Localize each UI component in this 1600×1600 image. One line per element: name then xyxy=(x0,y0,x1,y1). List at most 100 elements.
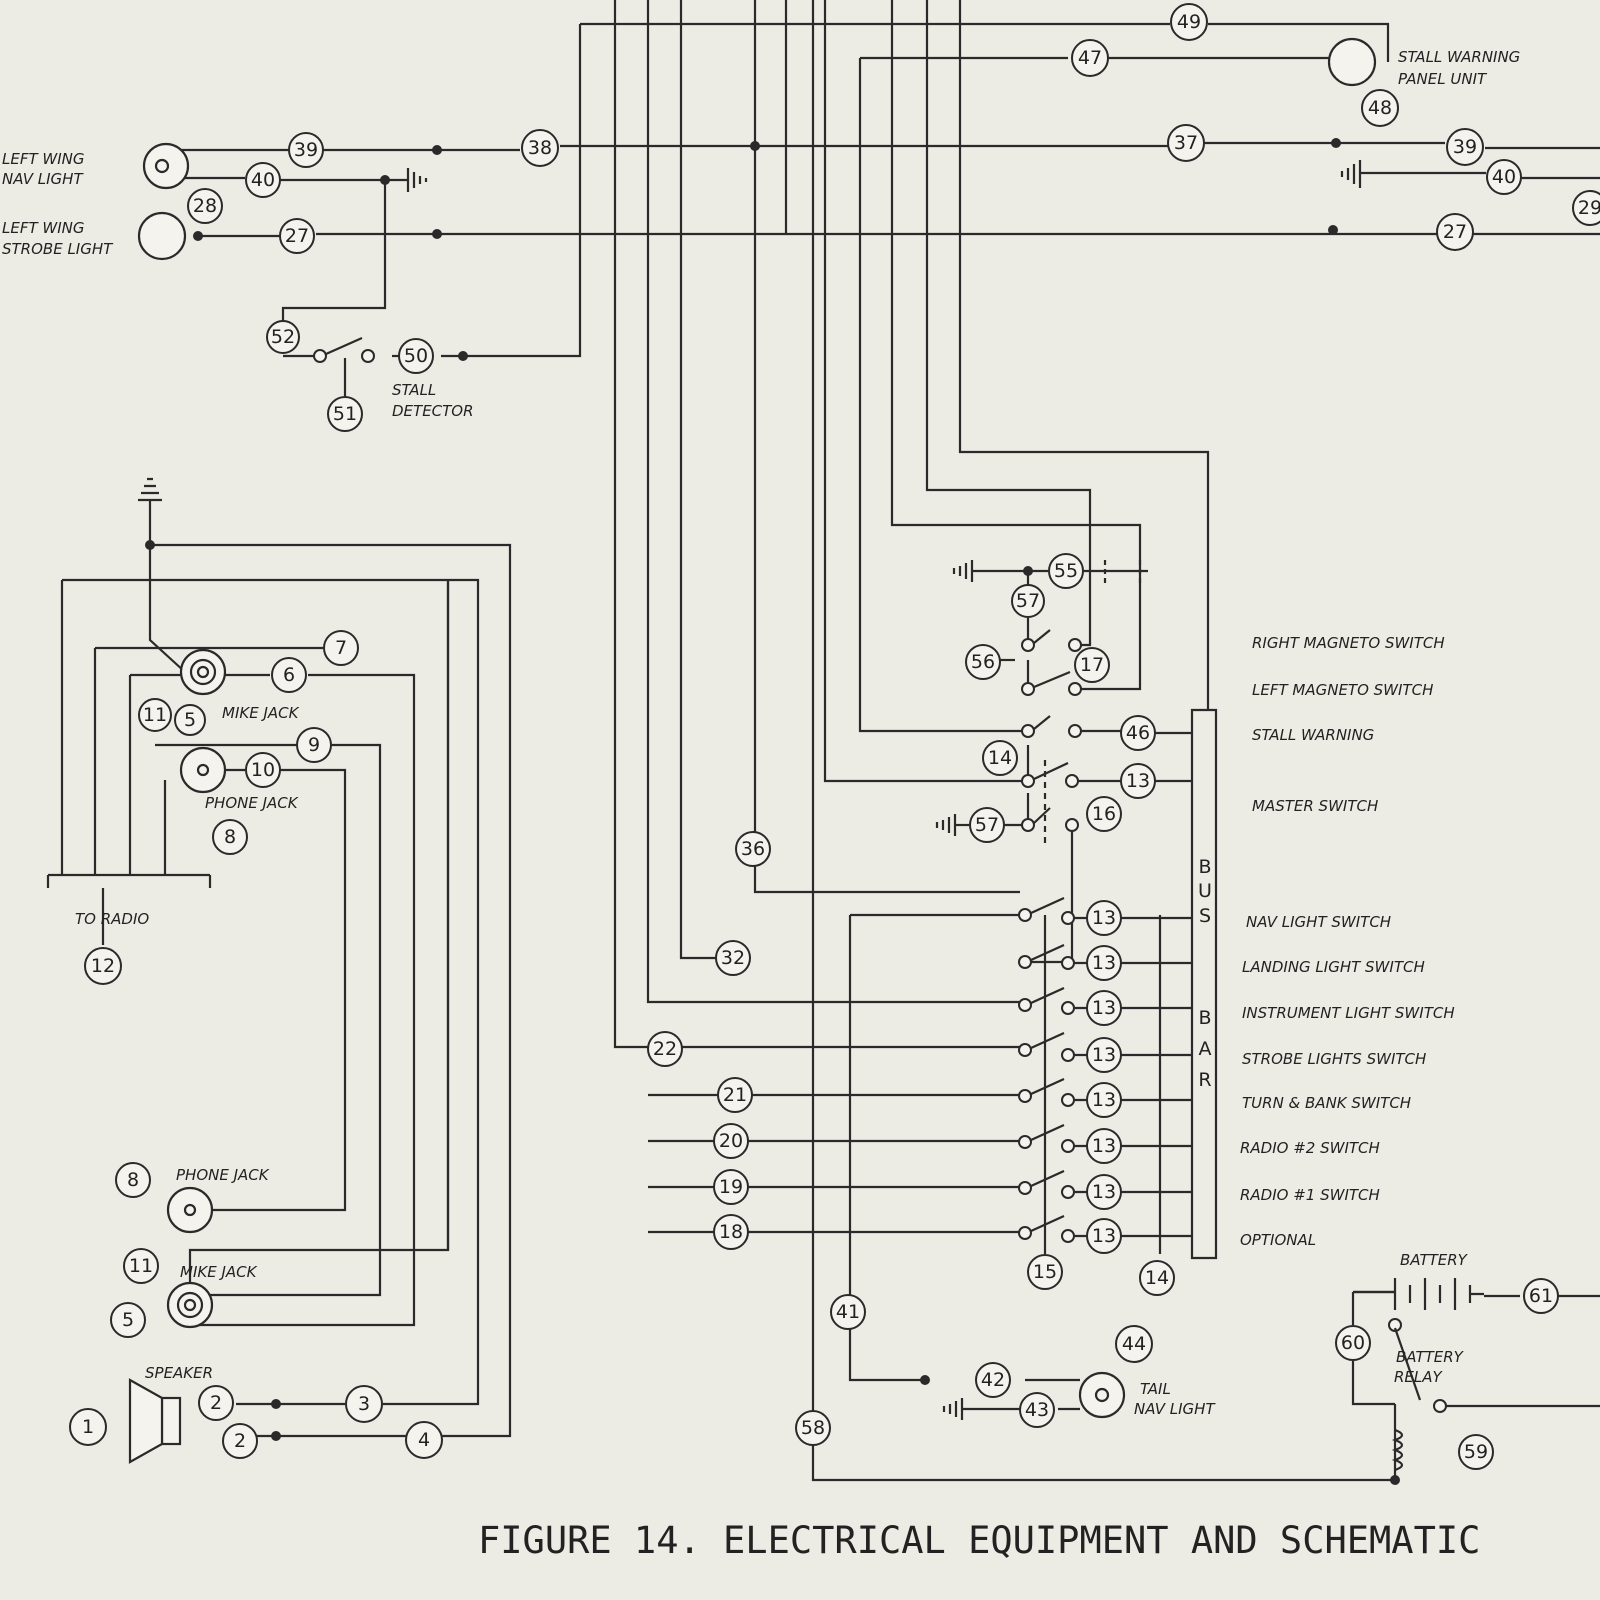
node-42: 42 xyxy=(975,1362,1011,1398)
node-39b: 39 xyxy=(1446,128,1484,166)
node-52: 52 xyxy=(266,320,300,354)
figure-caption: FIGURE 14. ELECTRICAL EQUIPMENT AND SCHE… xyxy=(478,1519,1480,1562)
node-number: 41 xyxy=(836,1301,860,1323)
switch-label-strobe-lights: STROBE LIGHTS SWITCH xyxy=(1242,1050,1426,1068)
node-circle xyxy=(345,1385,383,1423)
node-number: 55 xyxy=(1054,560,1078,582)
relay-coil xyxy=(1391,1428,1404,1472)
node-circle xyxy=(795,1410,831,1446)
node-circle xyxy=(245,752,281,788)
node-number: 18 xyxy=(719,1221,743,1243)
node-circle xyxy=(1011,584,1045,618)
components xyxy=(128,37,1484,1472)
node-number: 6 xyxy=(283,664,295,686)
node-circle xyxy=(1086,1037,1122,1073)
node-circle xyxy=(1335,1325,1371,1361)
node-13e: 13 xyxy=(1086,1037,1122,1073)
node-circle xyxy=(138,698,172,732)
node-number: 57 xyxy=(1016,590,1040,612)
node-57b: 57 xyxy=(969,807,1005,843)
node-number: 8 xyxy=(224,826,236,848)
node-number: 2 xyxy=(210,1392,222,1414)
bus-bar-letter: B xyxy=(1198,856,1211,878)
node-circle xyxy=(115,1162,151,1198)
node-13h: 13 xyxy=(1086,1174,1122,1210)
node-48: 48 xyxy=(1361,89,1399,127)
node-circle xyxy=(1361,89,1399,127)
node-number: 50 xyxy=(404,345,428,367)
node-number: 5 xyxy=(122,1309,134,1331)
node-number: 13 xyxy=(1092,1181,1116,1203)
node-number: 47 xyxy=(1078,47,1102,69)
node-circle xyxy=(1167,124,1205,162)
node-number: 38 xyxy=(528,137,552,159)
node-circle xyxy=(1436,213,1474,251)
junction-dots xyxy=(145,138,1400,1485)
node-circle xyxy=(187,188,223,224)
tail-nav-label-1: TAIL xyxy=(1140,1380,1171,1398)
node-circle xyxy=(1572,190,1600,226)
node-number: 40 xyxy=(251,169,275,191)
node-circle xyxy=(715,940,751,976)
switch-label-left-magneto: LEFT MAGNETO SWITCH xyxy=(1252,681,1433,699)
node-circle xyxy=(521,129,559,167)
node-number: 36 xyxy=(741,838,765,860)
node-36: 36 xyxy=(735,831,771,867)
node-27a: 27 xyxy=(279,218,315,254)
node-number: 8 xyxy=(127,1169,139,1191)
node-circle xyxy=(69,1408,107,1446)
node-circle xyxy=(288,132,324,168)
node-circle xyxy=(174,704,206,736)
node-number: 9 xyxy=(308,734,320,756)
node-46: 46 xyxy=(1120,715,1156,751)
node-59: 59 xyxy=(1458,1434,1494,1470)
node-number: 60 xyxy=(1341,1332,1365,1354)
stall-warning-panel-label-2: PANEL UNIT xyxy=(1398,70,1488,88)
node-number: 17 xyxy=(1080,654,1104,676)
node-8a: 8 xyxy=(212,819,248,855)
phone-jack-upper-label: PHONE JACK xyxy=(205,794,299,812)
node-47: 47 xyxy=(1071,39,1109,77)
node-number: 20 xyxy=(719,1130,743,1152)
node-7: 7 xyxy=(323,630,359,666)
stall-detector-label-1: STALL xyxy=(392,381,436,399)
node-41: 41 xyxy=(830,1294,866,1330)
node-18: 18 xyxy=(713,1214,749,1250)
node-27b: 27 xyxy=(1436,213,1474,251)
node-number: 51 xyxy=(333,403,357,425)
node-39a: 39 xyxy=(288,132,324,168)
node-circle xyxy=(1086,945,1122,981)
node-number: 42 xyxy=(981,1369,1005,1391)
node-13i: 13 xyxy=(1086,1218,1122,1254)
node-number: 59 xyxy=(1464,1441,1488,1463)
node-number: 28 xyxy=(193,195,217,217)
node-13g: 13 xyxy=(1086,1128,1122,1164)
node-number: 3 xyxy=(358,1393,370,1415)
switch-label-master: MASTER SWITCH xyxy=(1252,797,1378,815)
node-13b: 13 xyxy=(1086,900,1122,936)
left-wing-nav-label-2: NAV LIGHT xyxy=(2,170,84,188)
node-circle xyxy=(1086,1128,1122,1164)
node-2b: 2 xyxy=(222,1423,258,1459)
node-circle xyxy=(713,1214,749,1250)
node-circle xyxy=(271,657,307,693)
node-circle xyxy=(965,644,1001,680)
left-wing-strobe-label-1: LEFT WING xyxy=(2,219,85,237)
node-circle xyxy=(1086,1174,1122,1210)
node-number: 44 xyxy=(1122,1333,1146,1355)
node-circle xyxy=(975,1362,1011,1398)
node-number: 27 xyxy=(1443,221,1467,243)
component-labels: LEFT WING NAV LIGHT LEFT WING STROBE LIG… xyxy=(2,48,1520,1418)
bus-bar-letter: U xyxy=(1198,880,1212,902)
node-circle xyxy=(323,630,359,666)
node-number: 32 xyxy=(721,947,745,969)
node-circle xyxy=(279,218,315,254)
node-circle xyxy=(713,1123,749,1159)
node-number: 16 xyxy=(1092,803,1116,825)
node-circle xyxy=(266,320,300,354)
node-number: 7 xyxy=(335,637,347,659)
node-circle xyxy=(123,1248,159,1284)
node-2a: 2 xyxy=(198,1385,234,1421)
node-number: 5 xyxy=(184,709,196,731)
node-circle xyxy=(1170,3,1208,41)
